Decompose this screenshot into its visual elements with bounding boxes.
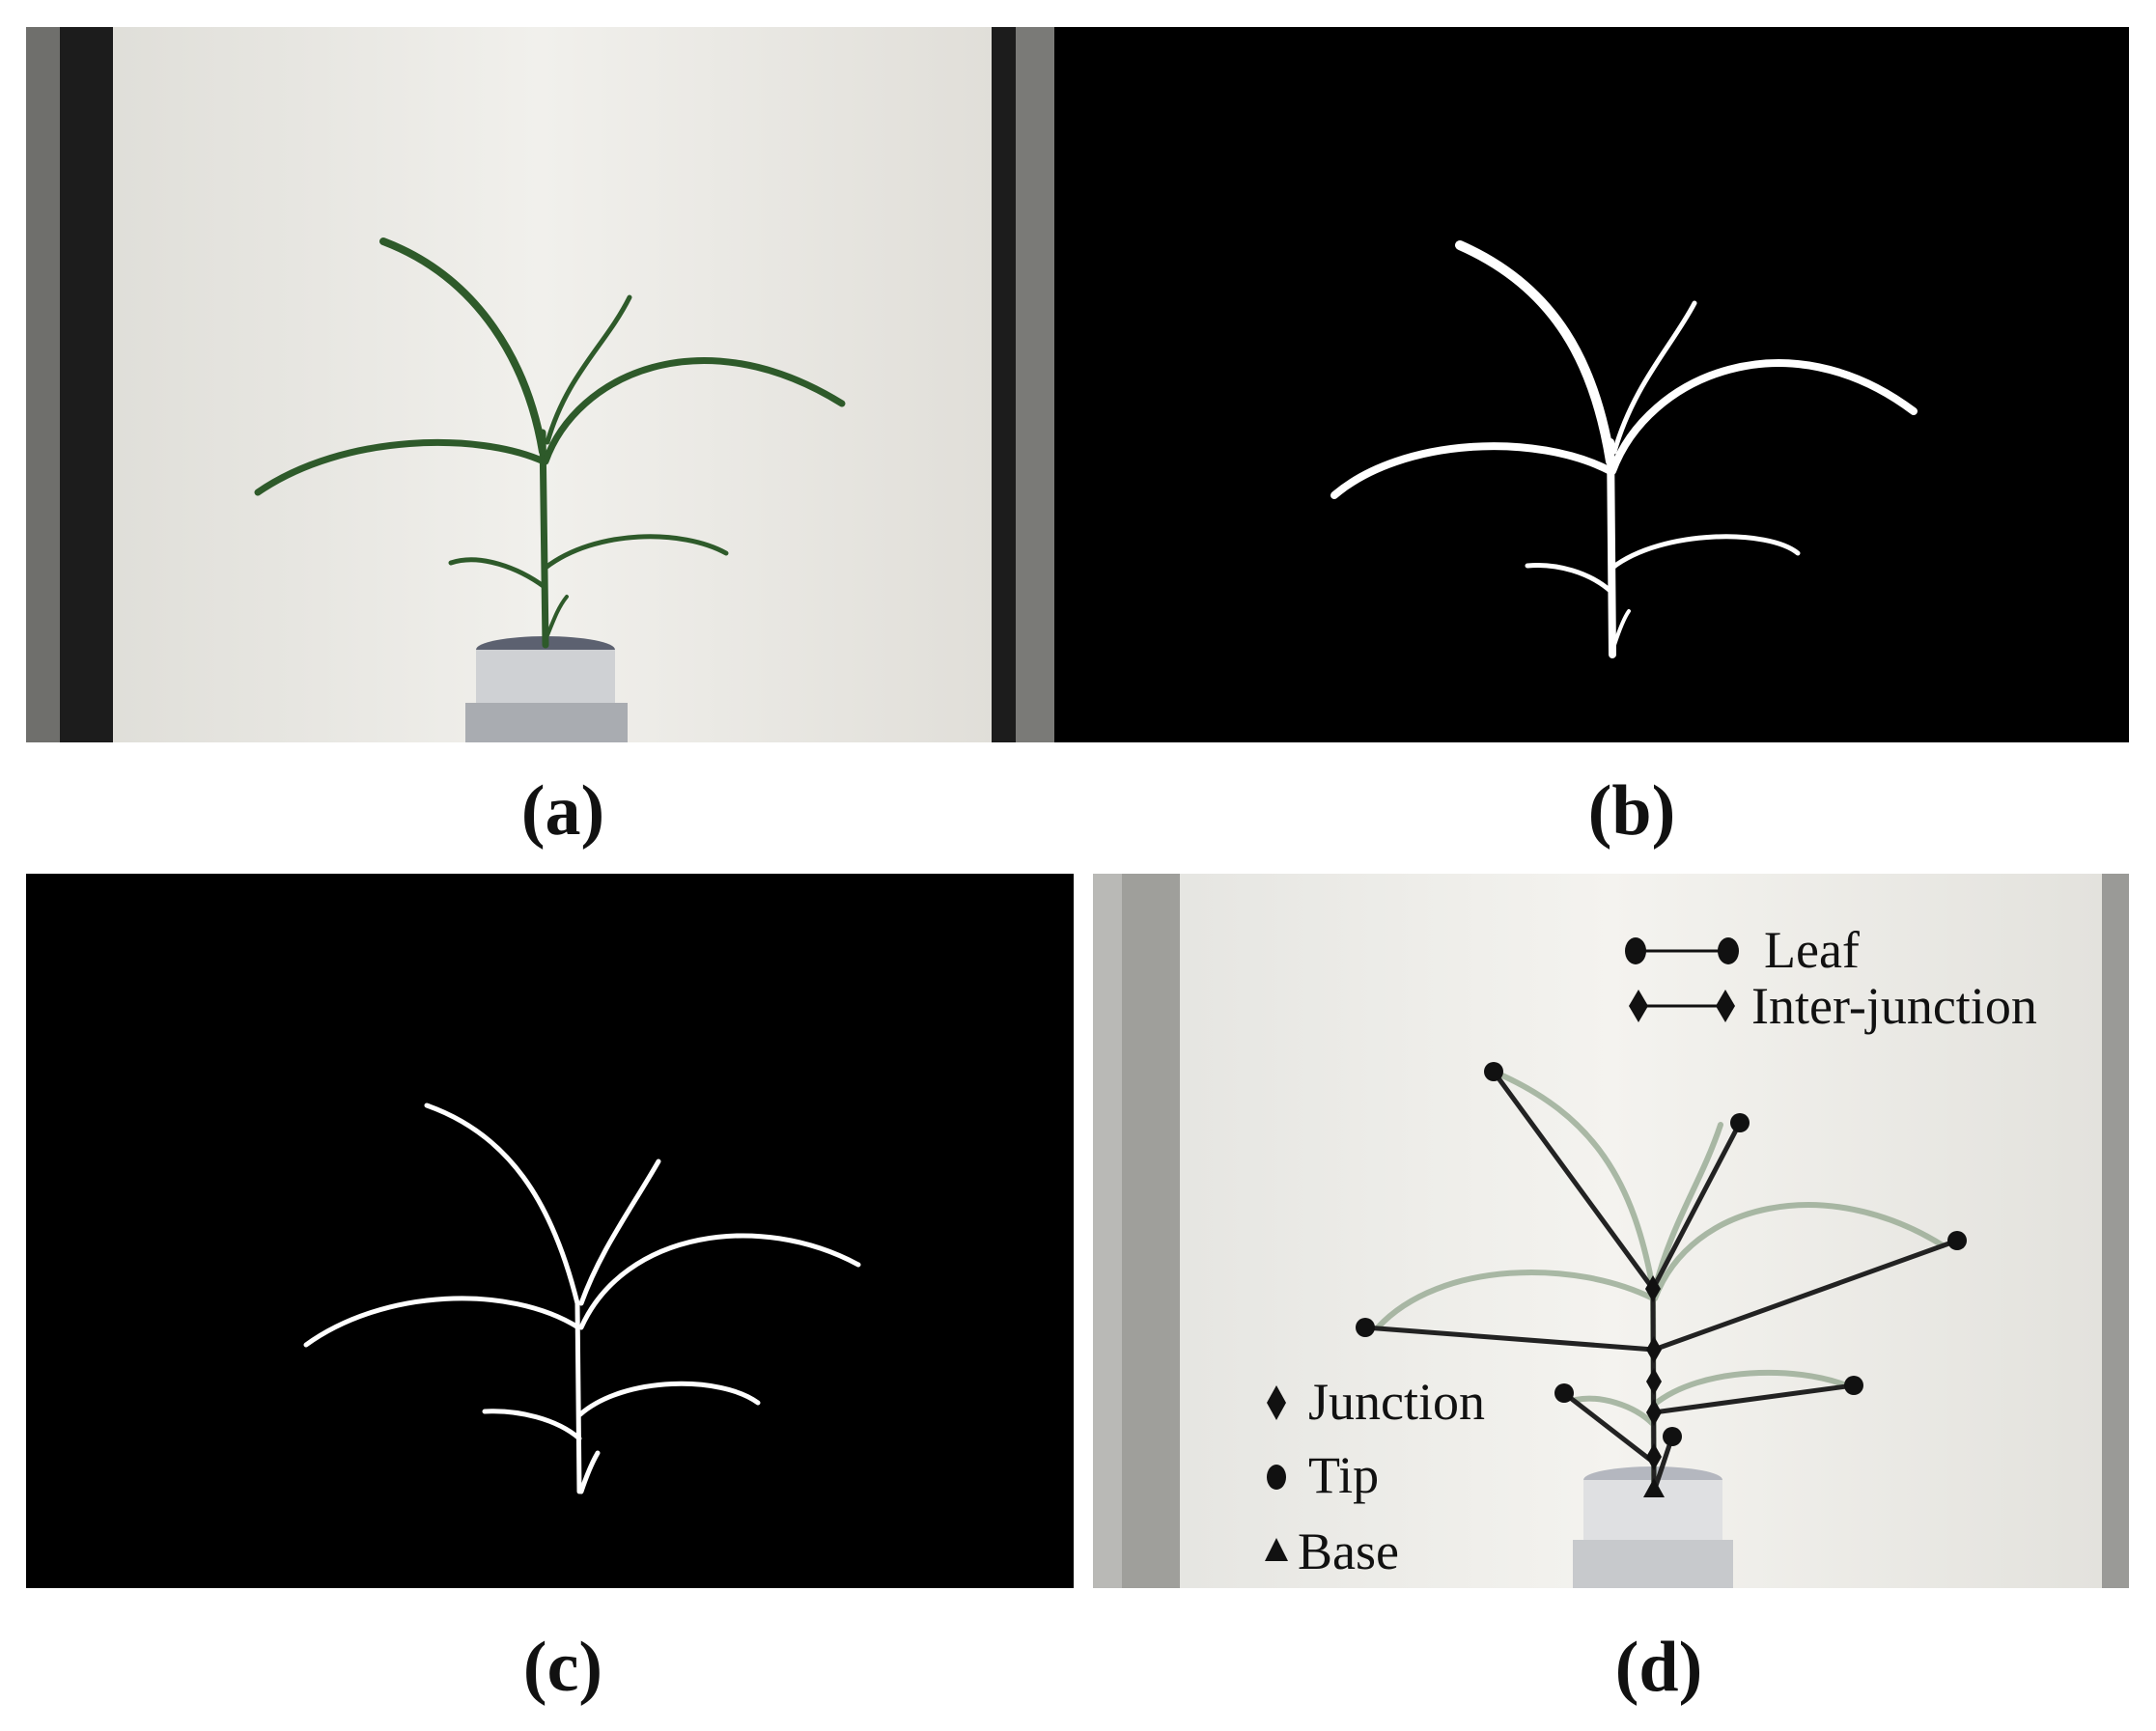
junction-markers <box>1645 1275 1662 1470</box>
panel-b-image <box>1330 240 1918 658</box>
panel-a-image <box>26 27 1054 742</box>
skeleton-plant <box>303 1103 861 1494</box>
legend-junction-label: Junction <box>1308 1373 1485 1431</box>
legend-tip-label: Tip <box>1308 1446 1380 1504</box>
right-frame <box>992 27 1016 742</box>
caption-c: (c) <box>522 1628 603 1707</box>
panel-a-photo <box>26 27 1054 742</box>
legend-leaf-icon <box>1625 937 1739 964</box>
graph-edges <box>1364 1070 1958 1493</box>
base-marker <box>1643 1478 1665 1497</box>
panel-d-graph: Leaf Inter-junction Junction Tip Base <box>1093 874 2129 1588</box>
diamond-junction-icon <box>1267 1385 1286 1420</box>
plant <box>254 237 846 649</box>
legend-inter-junction-label: Inter-junction <box>1751 977 2037 1035</box>
panel-b-mask <box>1054 27 2129 742</box>
caption-d: (d) <box>1614 1628 1703 1707</box>
legend-leaf-label: Leaf <box>1764 921 1860 979</box>
caption-a: (a) <box>520 771 605 851</box>
legend-inter-junction-icon <box>1629 990 1735 1022</box>
left-frame <box>26 27 65 742</box>
caption-b: (b) <box>1587 771 1676 851</box>
legend-base-label: Base <box>1298 1522 1399 1580</box>
panel-c-skeleton <box>26 874 1074 1588</box>
tip-markers <box>1356 1062 1967 1446</box>
pot <box>476 650 615 708</box>
panel-c-image <box>303 1103 861 1494</box>
triangle-base-icon <box>1265 1538 1288 1561</box>
mask-plant <box>1330 240 1918 658</box>
circle-tip-icon <box>1267 1465 1286 1490</box>
panel-d-image <box>1093 874 2129 1588</box>
